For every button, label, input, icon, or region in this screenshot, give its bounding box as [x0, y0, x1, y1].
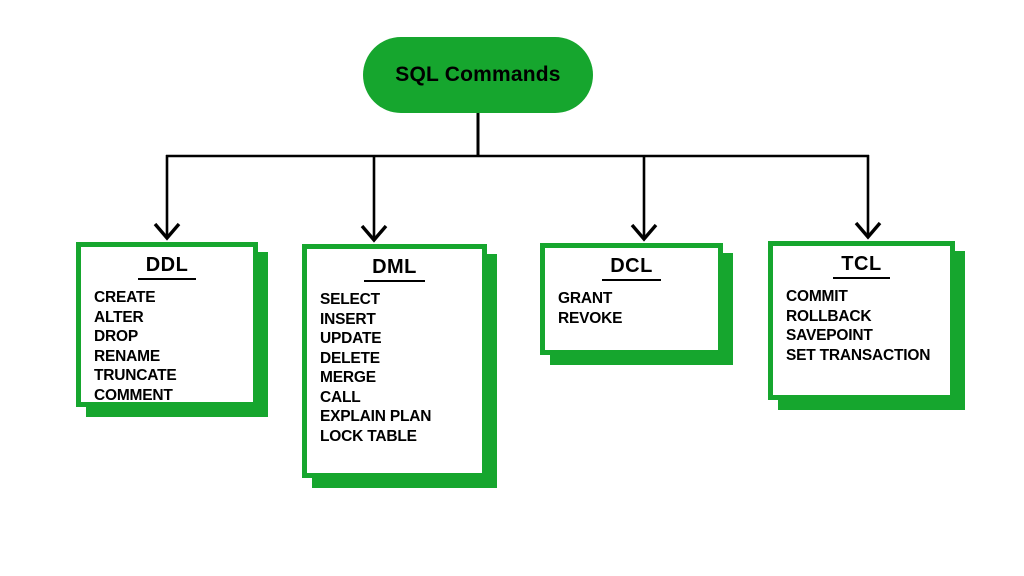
command-item: INSERT: [320, 310, 376, 328]
command-item: UPDATE: [320, 330, 382, 347]
category-title-ddl: DDL: [81, 254, 253, 280]
command-list-tcl: COMMIT ROLLBACK SAVEPOINT SET TRANSACTION: [773, 287, 950, 365]
command-item: ROLLBACK: [786, 307, 872, 325]
command-item: REVOKE: [558, 309, 623, 327]
command-item: CALL: [320, 388, 361, 406]
category-box-dcl: DCL GRANT REVOKE: [540, 243, 723, 355]
category-title-dml: DML: [307, 256, 482, 282]
category-title-tcl: TCL: [773, 253, 950, 279]
command-list-dcl: GRANT REVOKE: [545, 289, 718, 328]
command-item: COMMENT: [94, 386, 173, 404]
root-node-sql-commands: SQL Commands: [363, 37, 593, 113]
category-box-dml: DML SELECT INSERT UPDATE DELETE MERGE CALL EXP…: [302, 244, 487, 478]
category-box-tcl: TCL COMMIT ROLLBACK SAVEPOINT SET TRANSACTI…: [768, 241, 955, 400]
command-item: SET TRANSACTION: [786, 346, 931, 364]
command-item: LOCK TABLE: [320, 427, 417, 445]
arrow-down-icon: [153, 222, 181, 241]
command-item: EXPLAIN PLAN: [320, 408, 432, 425]
command-item: DELETE: [320, 349, 380, 367]
command-item: RENAME: [94, 347, 160, 365]
command-item: CREATE: [94, 289, 156, 306]
command-item: GRANT: [558, 290, 613, 307]
arrow-down-icon: [360, 224, 388, 243]
command-item: SELECT: [320, 291, 380, 308]
command-item: ALTER: [94, 308, 144, 326]
command-list-ddl: CREATE ALTER DROP RENAME TRUNCATE COMMENT: [81, 288, 253, 405]
root-node-label: SQL Commands: [395, 63, 561, 86]
command-item: MERGE: [320, 369, 376, 386]
arrow-down-icon: [630, 223, 658, 242]
arrow-down-icon: [854, 221, 882, 240]
command-list-dml: SELECT INSERT UPDATE DELETE MERGE CALL EXPLAIN…: [307, 290, 482, 446]
command-item: TRUNCATE: [94, 367, 177, 384]
command-item: DROP: [94, 328, 138, 345]
category-box-ddl: DDL CREATE ALTER DROP RENAME TRUNCATE COMMENT: [76, 242, 258, 407]
category-title-dcl: DCL: [545, 255, 718, 281]
command-item: COMMIT: [786, 288, 848, 305]
command-item: SAVEPOINT: [786, 327, 873, 344]
